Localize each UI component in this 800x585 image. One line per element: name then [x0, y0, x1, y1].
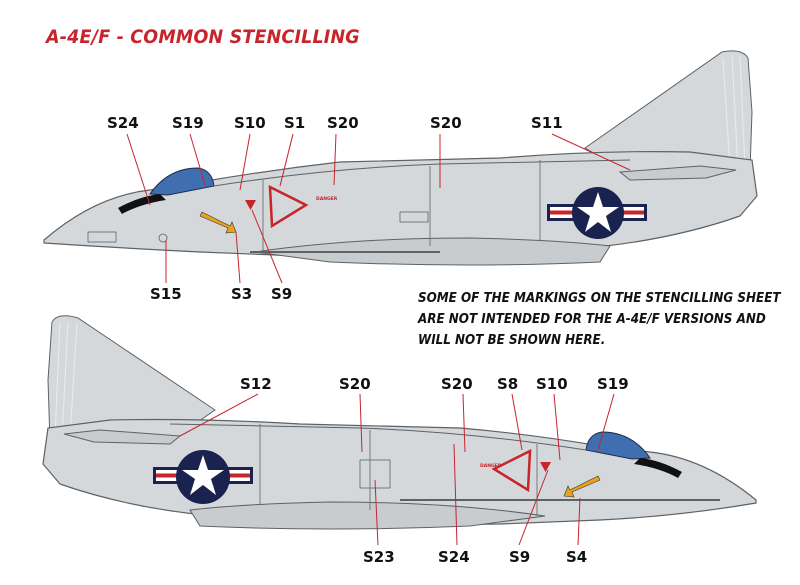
horizontal-stabilizer: [618, 165, 737, 181]
tail-fin-lower: [47, 315, 216, 449]
red-warning-triangle: [245, 200, 256, 210]
callout-s8-bottom: S8: [497, 375, 518, 393]
note-line-1: SOME OF THE MARKINGS ON THE STENCILLING …: [418, 291, 781, 306]
callout-s15-top: S15: [150, 285, 182, 303]
intake-danger-triangle-lower: [491, 448, 532, 493]
danger-stencil-label: DANGER: [316, 196, 338, 202]
callout-s20-bottom-a: S20: [339, 375, 371, 393]
horizontal-stabilizer-lower: [63, 429, 182, 445]
callout-labels-top: S24 S19 S10 S1 S20 S20 S11 S15 S3 S9: [107, 114, 563, 303]
note-line-3: WILL NOT BE SHOWN HERE.: [418, 333, 606, 348]
explanatory-note: SOME OF THE MARKINGS ON THE STENCILLING …: [418, 288, 781, 351]
nose-band: [118, 194, 166, 214]
rescue-arrow-stencil-lower: [563, 475, 601, 498]
red-warning-triangle-lower: [540, 462, 551, 472]
callout-s24-top: S24: [107, 114, 139, 132]
leader-lines: [126, 133, 631, 546]
callout-s19-bottom: S19: [597, 375, 629, 393]
page-title: A-4E/F - COMMON STENCILLING: [46, 26, 360, 48]
note-line-2: ARE NOT INTENDED FOR THE A-4E/F VERSIONS…: [418, 312, 766, 327]
callout-labels-bottom: S12 S20 S20 S8 S10 S19 S23 S24 S9 S4: [240, 375, 629, 566]
national-insignia-lower: [153, 450, 253, 504]
callout-s9-top: S9: [271, 285, 292, 303]
callout-s20-top-b: S20: [430, 114, 462, 132]
callout-s23-bottom: S23: [363, 548, 395, 566]
callout-s12-bottom: S12: [240, 375, 272, 393]
callout-s4-bottom: S4: [566, 548, 587, 566]
callout-s11-top: S11: [531, 114, 563, 132]
callout-s10-top: S10: [234, 114, 266, 132]
nose-band-lower: [634, 458, 682, 478]
callout-s20-top-a: S20: [327, 114, 359, 132]
callout-s20-bottom-b: S20: [441, 375, 473, 393]
national-insignia: [547, 187, 647, 239]
canopy-lower: [585, 431, 651, 460]
aircraft-profile-left-facing: DANGER: [43, 50, 758, 266]
callout-s19-top: S19: [172, 114, 204, 132]
callout-s10-bottom: S10: [536, 375, 568, 393]
callout-s24-bottom: S24: [438, 548, 470, 566]
rescue-arrow-stencil: [199, 211, 237, 234]
tail-fin: [584, 50, 753, 181]
callout-s1-top: S1: [284, 114, 305, 132]
callout-s9-bottom: S9: [509, 548, 530, 566]
danger-stencil-label-lower: DANGER: [480, 463, 502, 469]
callout-s3-top: S3: [231, 285, 252, 303]
fuselage-lower: [42, 418, 757, 525]
intake-danger-triangle: [268, 184, 309, 229]
canopy: [149, 167, 215, 196]
aircraft-profile-right-facing: DANGER: [42, 315, 757, 530]
